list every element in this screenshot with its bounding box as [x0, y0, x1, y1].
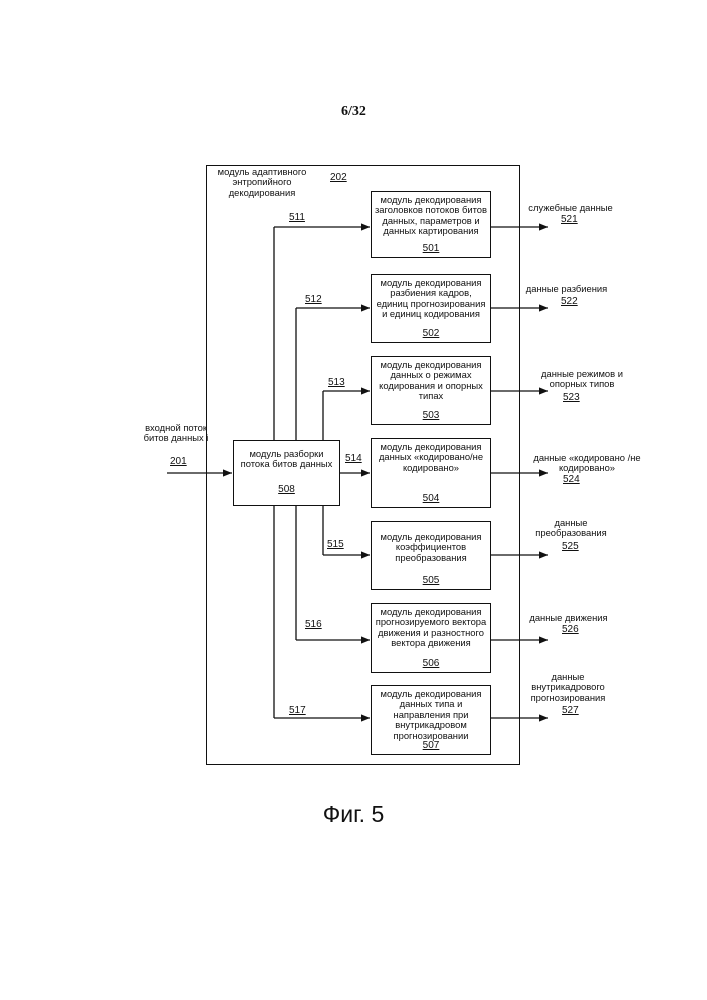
output-label-525: данные преобразования — [526, 518, 616, 539]
module-box-504: модуль декодирования данных «кодировано/… — [371, 438, 491, 508]
module-number: 502 — [372, 328, 490, 339]
link-number-513: 513 — [328, 377, 345, 388]
output-label-527: данные внутрикадрового прогнозирования — [520, 672, 616, 703]
output-number-527: 527 — [562, 705, 579, 716]
output-label-524: данные «кодировано /не кодировано» — [533, 453, 641, 474]
module-label: модуль декодирования коэффициентов преоб… — [374, 532, 488, 563]
module-box-507: модуль декодирования данных типа и напра… — [371, 685, 491, 755]
module-label: модуль декодирования данных «кодировано/… — [374, 442, 488, 473]
module-box-506: модуль декодирования прогнозируемого век… — [371, 603, 491, 673]
output-number-523: 523 — [563, 392, 580, 403]
link-number-512: 512 — [305, 294, 322, 305]
output-number-524: 524 — [563, 474, 580, 485]
link-number-511: 511 — [289, 212, 305, 223]
module-label: модуль декодирования разбиения кадров, е… — [374, 278, 488, 320]
module-label: модуль декодирования данных о режимах ко… — [374, 360, 488, 402]
output-label-523: данные режимов и опорных типов — [533, 369, 631, 390]
output-label-521: служебные данные — [523, 203, 618, 213]
output-number-526: 526 — [562, 624, 579, 635]
module-label: модуль декодирования заголовков потоков … — [374, 195, 488, 237]
module-box-505: модуль декодирования коэффициентов преоб… — [371, 521, 491, 590]
module-number: 504 — [372, 493, 490, 504]
module-label: модуль декодирования прогнозируемого век… — [374, 607, 488, 649]
module-label: модуль декодирования данных типа и напра… — [374, 689, 488, 741]
link-number-517: 517 — [289, 705, 306, 716]
module-number: 506 — [372, 658, 490, 669]
link-number-515: 515 — [327, 539, 344, 550]
output-number-525: 525 — [562, 541, 579, 552]
output-label-522: данные разбиения — [519, 284, 614, 294]
figure-caption: Фиг. 5 — [0, 801, 707, 828]
output-number-522: 522 — [561, 296, 578, 307]
module-number: 503 — [372, 410, 490, 421]
module-box-501: модуль декодирования заголовков потоков … — [371, 191, 491, 258]
module-number: 505 — [372, 575, 490, 586]
link-number-514: 514 — [345, 453, 362, 464]
module-box-502: модуль декодирования разбиения кадров, е… — [371, 274, 491, 343]
module-number: 501 — [372, 243, 490, 254]
link-number-516: 516 — [305, 619, 322, 630]
output-number-521: 521 — [561, 214, 578, 225]
module-number: 507 — [372, 740, 490, 751]
module-box-503: модуль декодирования данных о режимах ко… — [371, 356, 491, 425]
output-label-526: данные движения — [521, 613, 616, 623]
